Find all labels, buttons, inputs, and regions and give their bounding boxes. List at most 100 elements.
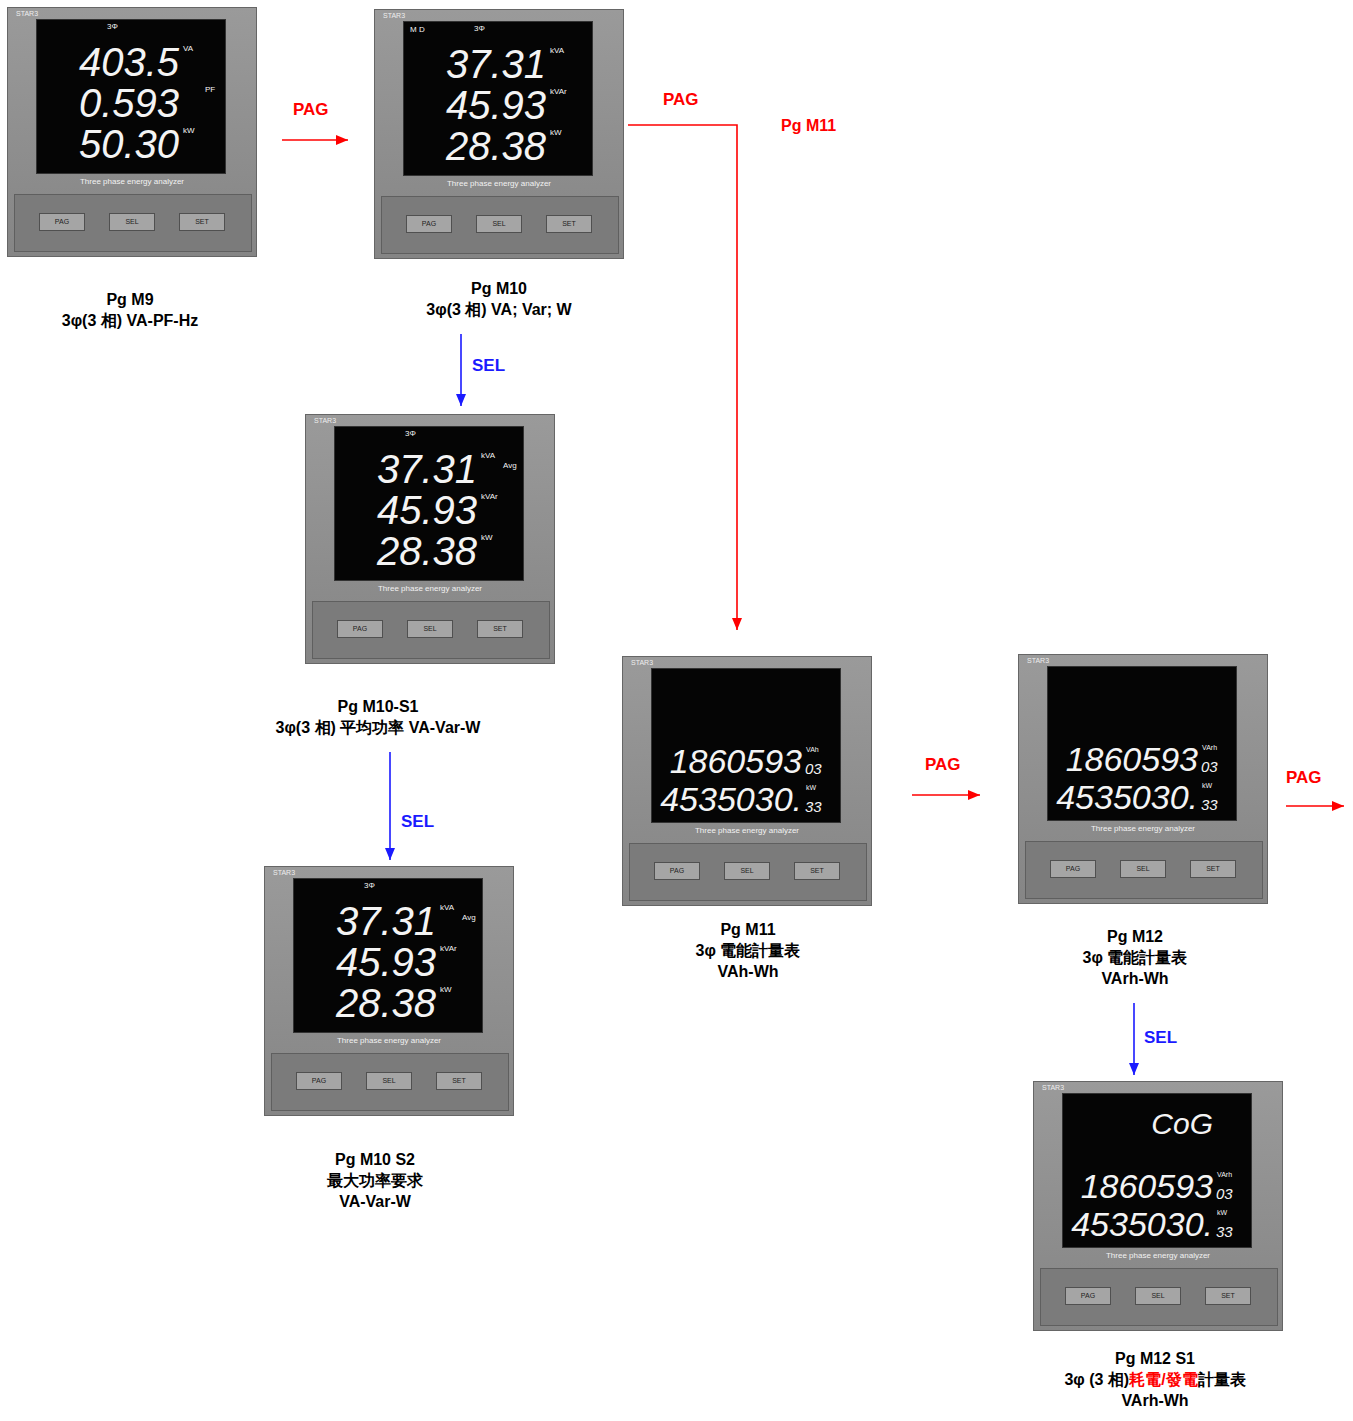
lcd-digits: 28.38 (294, 983, 436, 1023)
lcd-unit: kW (1202, 782, 1212, 790)
meter-page: STAR3186059303VAh4535030.33kWThree phase… (622, 656, 872, 986)
button-strip: PAG SEL SET (381, 196, 619, 254)
caption-text: Pg M12 S1 (1115, 1350, 1195, 1367)
lcd-decimals: 03 (1216, 1186, 1233, 1202)
meter-page: STAR33Φ37.31kVAAvg45.93kVAr28.38kWThree … (272, 414, 556, 742)
caption-text: Pg M11 (720, 921, 775, 938)
key-label: SET (1206, 1288, 1250, 1304)
lcd-digits: 403.5 (37, 42, 179, 82)
caption-line: VArh-Wh (1083, 968, 1188, 989)
exit-arrow (1286, 805, 1344, 807)
key-label: PAG (291, 100, 331, 120)
key-label: SET (437, 1073, 481, 1089)
caption-line: Pg M10-S1 (276, 696, 481, 717)
key-label: SEL (1142, 1028, 1179, 1048)
nav-arrow (282, 139, 348, 141)
page-caption: Pg M10-S1 3φ(3 相) 平均功率 VA-Var-W (276, 696, 481, 738)
key-button: SET (477, 620, 523, 638)
caption-text: VA-Var-W (339, 1193, 411, 1210)
key-button: SEL (366, 1072, 412, 1090)
button-strip: PAGSELSET (14, 194, 252, 252)
caption-line: 最大功率要求 (327, 1170, 423, 1191)
caption-text: 耗電/發電 (1129, 1371, 1197, 1388)
lcd-digits: 37.31 (335, 449, 477, 489)
caption-text: Pg M10 S2 (335, 1151, 415, 1168)
meter-page: STAR3CoG186059303VArh4535030.33kWThree p… (1033, 1081, 1283, 1415)
page-caption: Pg M103φ(3 相) VA; Var; W (426, 278, 572, 320)
model-text: Three phase energy analyzer (8, 177, 256, 187)
model-text: Three phase energy analyzer (306, 584, 554, 594)
brand-text: STAR3 (314, 417, 336, 425)
brand-text: STAR3 (383, 12, 405, 20)
key-label: PAG (338, 621, 382, 637)
caption-text: Pg M12 (1107, 928, 1163, 945)
meter-page: STAR3186059303VArh4535030.33kWThree phas… (1018, 654, 1268, 993)
button-strip: PAG SEL SET (271, 1053, 509, 1111)
caption-text: 3φ(3 相) VA; Var; W (426, 301, 571, 318)
key-button: SEL (724, 862, 770, 880)
key-button: PAG (39, 213, 85, 231)
button-strip: PAGSELSET (1040, 1268, 1278, 1326)
lcd-flag: M D (410, 25, 425, 35)
page-note: Pg M11 (781, 116, 836, 136)
key-button: PAG (296, 1072, 342, 1090)
caption-line: VArh-Wh (1064, 1390, 1246, 1411)
key-label: SEL (1121, 861, 1165, 877)
lcd-digits: 4535030. (652, 781, 802, 817)
button-strip: PAG SEL SET (312, 601, 550, 659)
caption-line: Pg M12 (1083, 926, 1188, 947)
key-button: SEL (476, 215, 522, 233)
key-button: PAG (1065, 1287, 1111, 1305)
caption-line: 3φ(3 相) 平均功率 VA-Var-W (276, 717, 481, 738)
brand-text: STAR3 (631, 659, 653, 667)
page-note: PAG (1286, 768, 1322, 788)
caption-line: 3φ(3 相) VA; Var; W (426, 299, 572, 320)
caption-text: 3φ 電能計量表 (696, 942, 801, 959)
nav-arrow (1133, 1003, 1135, 1075)
caption-line: VAh-Wh (696, 961, 801, 982)
caption-text: VAh-Wh (717, 963, 778, 980)
lcd-unit: kW (440, 985, 452, 995)
meter-page: STAR33Φ403.5VA0.593PF50.30kWThree phase … (7, 7, 257, 335)
lcd-digits: 0.593 (37, 83, 179, 123)
lcd-unit: kW (550, 128, 562, 138)
key-button: SET (546, 215, 592, 233)
key-label: SEL (408, 621, 452, 637)
nav-arrow (912, 794, 980, 796)
lcd-unit: PF (205, 85, 215, 95)
lcd-screen: 3Φ37.31kVAAvg45.93kVAr28.38kW (293, 878, 483, 1033)
key-label: PAG (661, 90, 701, 110)
meter-panel: STAR33Φ403.5VA0.593PF50.30kWThree phase … (7, 7, 257, 257)
caption-text: 3φ(3 相) VA-PF-Hz (62, 312, 198, 329)
page-caption: Pg M12 S13φ (3 相)耗電/發電計量表VArh-Wh (1064, 1348, 1246, 1411)
key-button: PAG (406, 215, 452, 233)
caption-text: Pg M9 (106, 291, 153, 308)
brand-text: STAR3 (1042, 1084, 1064, 1092)
lcd-digits: 28.38 (404, 126, 546, 166)
lcd-unit: kW (183, 126, 195, 136)
meter-panel: STAR33Φ37.31kVAAvg45.93kVAr28.38kWThree … (264, 866, 514, 1116)
lcd-flag: Avg (503, 461, 517, 471)
lcd-unit: kVA (481, 451, 495, 461)
button-strip: PAGSELSET (1025, 841, 1263, 899)
key-button: PAG (654, 862, 700, 880)
caption-text: Pg M10-S1 (338, 698, 419, 715)
key-button: SET (179, 213, 225, 231)
lcd-decimals: 03 (1201, 759, 1218, 775)
model-text: Three phase energy analyzer (1034, 1251, 1282, 1261)
brand-text: STAR3 (1027, 657, 1049, 665)
meter-panel: STAR3186059303VArh4535030.33kWThree phas… (1018, 654, 1268, 904)
lcd-decimals: 03 (805, 761, 822, 777)
meter-page: STAR3M D3Φ37.31kVA45.93kVAr28.38kWThree … (374, 9, 624, 324)
key-label: SET (547, 216, 591, 232)
lcd-unit: kVAr (440, 944, 457, 954)
caption-text: 計量表 (1198, 1371, 1246, 1388)
key-button: PAG (337, 620, 383, 638)
key-label: SET (1191, 861, 1235, 877)
lcd-unit: VArh (1217, 1171, 1232, 1179)
lcd-digits: 37.31 (404, 44, 546, 84)
key-button: SEL (407, 620, 453, 638)
phase-mark: 3Φ (474, 24, 485, 34)
lcd-digits: 37.31 (294, 901, 436, 941)
key-label: PAG (923, 755, 963, 775)
